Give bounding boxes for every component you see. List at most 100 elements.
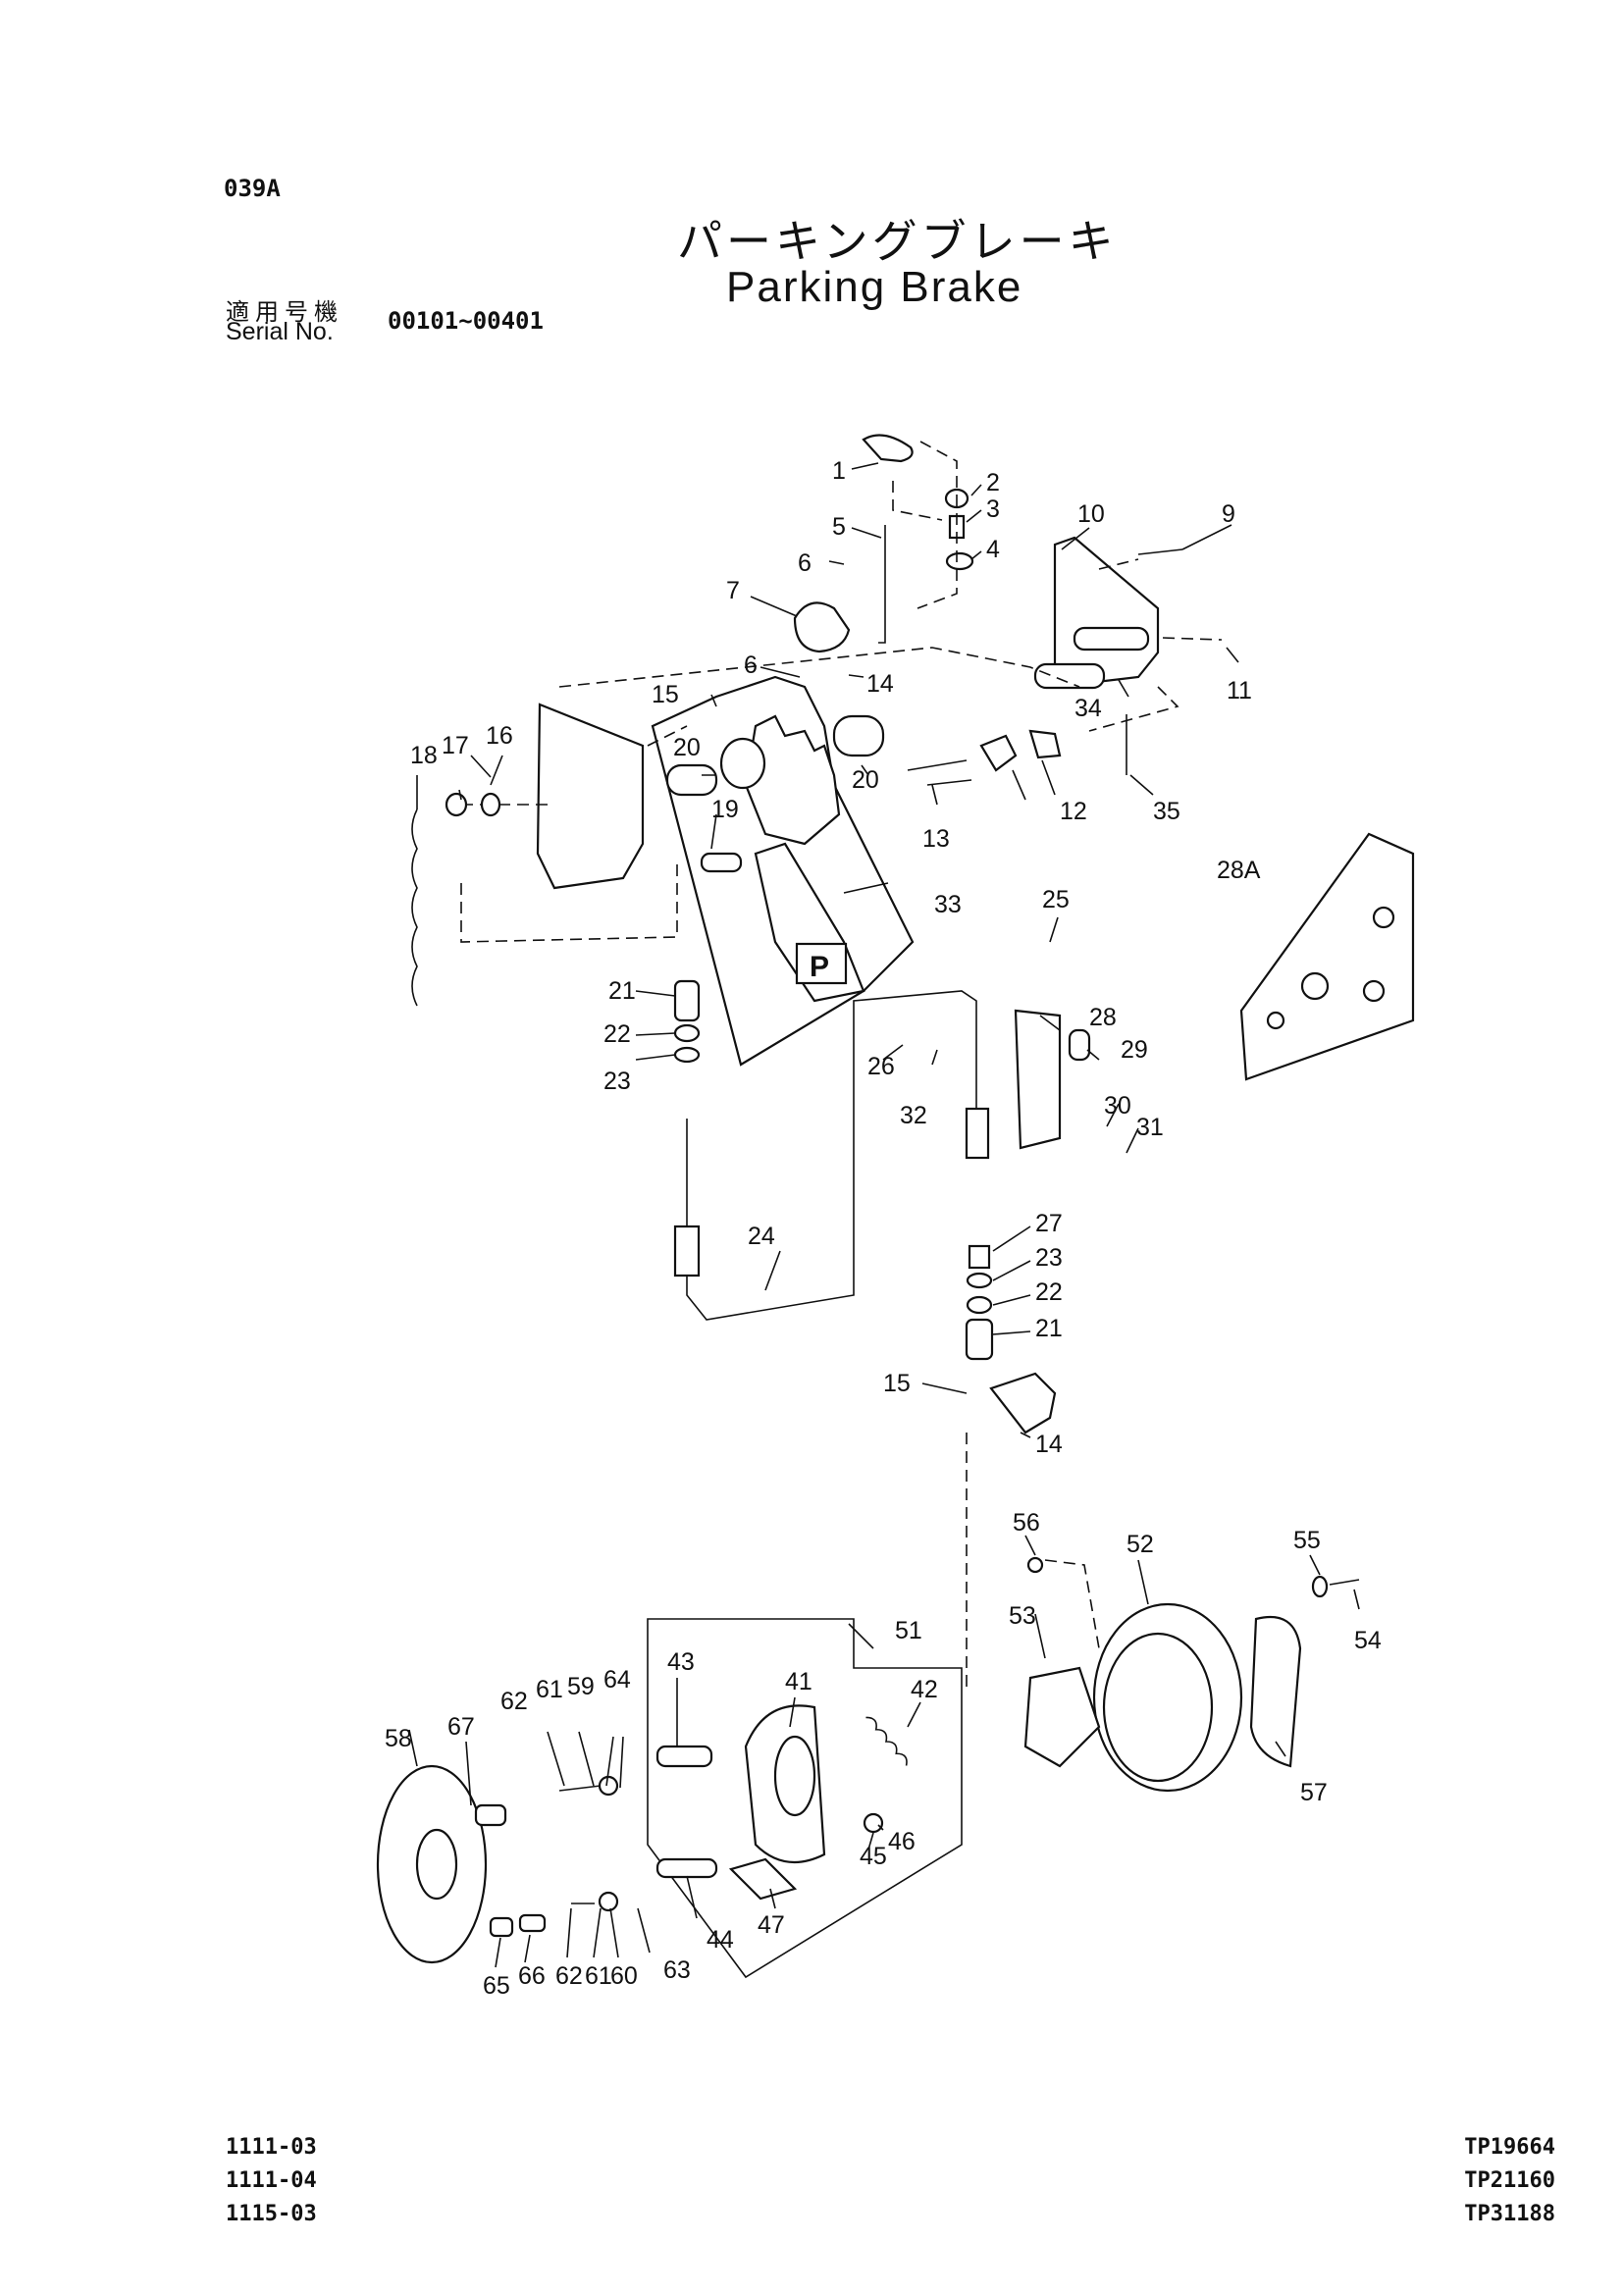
hole-part	[1372, 906, 1395, 929]
callout-6: 6	[798, 549, 812, 577]
callout-18: 18	[410, 742, 438, 769]
bolt-part	[1137, 548, 1183, 555]
callout-33: 33	[934, 891, 962, 918]
serial-range: 00101~00401	[388, 307, 544, 335]
bolt-part	[558, 1785, 602, 1904]
callout-62: 62	[555, 1962, 583, 1990]
bolt-part	[907, 759, 972, 786]
callout-28: 28	[1089, 1004, 1117, 1031]
callout-24: 24	[748, 1223, 775, 1250]
title-english: Parking Brake	[726, 263, 1023, 311]
callout-21: 21	[608, 977, 636, 1005]
leader-lines	[408, 462, 1360, 1968]
callout-15: 15	[883, 1370, 911, 1397]
callout-57: 57	[1300, 1779, 1328, 1806]
callout-14: 14	[866, 670, 894, 698]
callout-52: 52	[1126, 1531, 1154, 1558]
clevis-part	[673, 979, 701, 1022]
callout-64: 64	[603, 1666, 631, 1694]
cable-end-part	[965, 1107, 990, 1160]
callout-12: 12	[1060, 798, 1087, 825]
dash-guide	[460, 647, 1080, 943]
clevis-part	[793, 601, 851, 653]
ratchet-part	[744, 714, 841, 846]
callout-15: 15	[652, 681, 679, 708]
shield-part	[1249, 1615, 1302, 1768]
spring-part	[865, 1716, 908, 1766]
clip-part	[979, 734, 1018, 772]
reference-list: TP19664 TP21160 TP31188	[1464, 2131, 1555, 2231]
lever-part	[728, 1857, 798, 1901]
callout-61: 61	[585, 1962, 612, 1990]
bolt-part	[1329, 1579, 1360, 1586]
washer-part	[966, 1272, 993, 1289]
callout-29: 29	[1121, 1036, 1148, 1064]
callout-6: 6	[744, 652, 758, 679]
callout-43: 43	[667, 1648, 695, 1676]
nut-part	[966, 1295, 993, 1315]
callout-30: 30	[1104, 1092, 1131, 1120]
callout-22: 22	[1035, 1278, 1063, 1306]
callout-62: 62	[500, 1688, 528, 1715]
reference-number: TP21160	[1464, 2168, 1555, 2193]
lever-part	[989, 1372, 1057, 1434]
callout-31: 31	[1136, 1114, 1164, 1141]
model-list: 1111-03 1111-04 1115-03	[226, 2131, 317, 2231]
title-japanese: パーキングブレーキ	[677, 215, 1118, 268]
pin-part	[1068, 1028, 1091, 1062]
cable-end-part	[673, 1225, 701, 1277]
callout-14: 14	[1035, 1431, 1063, 1458]
callout-20: 20	[673, 734, 701, 761]
bolt-part	[474, 1803, 507, 1827]
callout-47: 47	[758, 1911, 785, 1939]
callout-45: 45	[860, 1843, 887, 1870]
callout-58: 58	[385, 1725, 412, 1752]
bushing-part	[665, 763, 718, 797]
washer-part	[863, 1812, 884, 1834]
callout-7: 7	[726, 577, 740, 604]
callout-3: 3	[986, 495, 1000, 523]
washer-part	[598, 1891, 619, 1912]
callout-9: 9	[1222, 500, 1235, 528]
callout-59: 59	[567, 1673, 595, 1700]
pin-part	[1073, 626, 1150, 652]
callout-61: 61	[536, 1676, 563, 1703]
hole-part	[1300, 971, 1330, 1001]
callout-22: 22	[603, 1020, 631, 1048]
nut-part	[1026, 1556, 1044, 1574]
callout-13: 13	[922, 825, 950, 853]
callout-17: 17	[442, 732, 469, 759]
washer-part	[480, 792, 501, 817]
callout-16: 16	[486, 722, 513, 750]
callout-21: 21	[1035, 1315, 1063, 1342]
bolt-part	[518, 1913, 547, 1933]
callout-34: 34	[1074, 695, 1102, 722]
plate-part	[1028, 729, 1062, 759]
callout-11: 11	[1227, 677, 1252, 704]
page-code: 039A	[224, 175, 281, 202]
callout-51: 51	[895, 1617, 922, 1644]
hole-part	[1266, 1011, 1285, 1030]
callout-65: 65	[483, 1972, 510, 2000]
callout-10: 10	[1077, 500, 1105, 528]
callout-1: 1	[832, 457, 846, 485]
callout-28a: 28A	[1217, 857, 1261, 884]
boss-part	[719, 737, 766, 790]
callout-26: 26	[867, 1053, 895, 1080]
callout-27: 27	[1035, 1210, 1063, 1237]
flange-part	[1023, 1666, 1101, 1768]
callout-53: 53	[1009, 1602, 1036, 1630]
callout-54: 54	[1354, 1627, 1382, 1654]
callout-55: 55	[1293, 1527, 1321, 1554]
nut-part	[673, 1023, 701, 1043]
pedal-pad-part	[795, 942, 848, 985]
callout-32: 32	[900, 1102, 927, 1129]
serial-label-japanese: 適用号機	[226, 298, 343, 326]
callout-19: 19	[711, 796, 739, 823]
callout-23: 23	[1035, 1244, 1063, 1272]
callout-41: 41	[785, 1668, 812, 1695]
callout-42: 42	[911, 1676, 938, 1703]
bracket-part	[1014, 1009, 1062, 1150]
cable-part	[686, 990, 977, 1321]
